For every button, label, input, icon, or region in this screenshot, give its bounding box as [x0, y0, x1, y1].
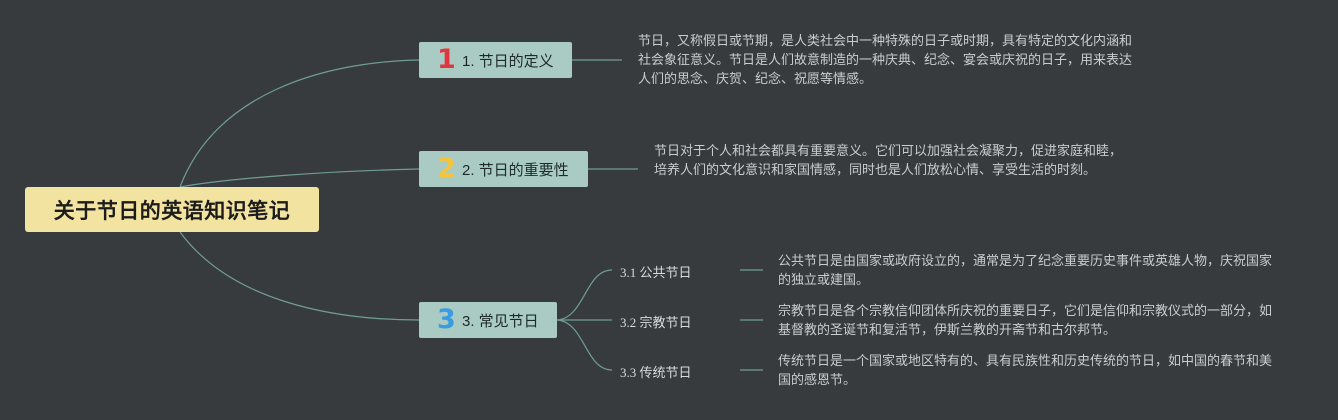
branch-common-holidays[interactable]: 3 3. 常见节日	[419, 302, 557, 338]
branch-importance-description: 节日对于个人和社会都具有重要意义。它们可以加强社会凝聚力，促进家庭和睦，培养人们…	[654, 144, 1123, 178]
subtopic-religious-holidays-description: 宗教节日是各个宗教信仰团体所庆祝的重要日子，它们是信仰和宗教仪式的一部分，如基督…	[778, 304, 1273, 338]
connector-branch-3-sub-1	[556, 269, 613, 321]
number-one-icon: 1	[437, 44, 456, 75]
subtopic-traditional-holidays[interactable]: 3.3 传统节日	[620, 365, 692, 380]
branch-label: 2. 节日的重要性	[462, 161, 569, 179]
number-three-icon: 3	[437, 304, 456, 335]
root-topic[interactable]: 关于节日的英语知识笔记	[25, 187, 319, 232]
branch-label: 1. 节日的定义	[462, 52, 554, 70]
branch-label: 3. 常见节日	[462, 312, 539, 330]
connector-root-branch-3	[179, 231, 420, 321]
branch-importance[interactable]: 2 2. 节日的重要性	[419, 151, 588, 187]
subtopic-public-holidays-description: 公共节日是由国家或政府设立的，通常是为了纪念重要历史事件或英雄人物，庆祝国家的独…	[778, 254, 1273, 288]
subtopic-religious-holidays[interactable]: 3.2 宗教节日	[620, 315, 692, 330]
subtopic-public-holidays[interactable]: 3.1 公共节日	[620, 265, 692, 280]
number-two-icon: 2	[437, 153, 456, 184]
connector-root-branch-1	[179, 59, 420, 188]
branch-definition-description: 节日，又称假日或节期，是人类社会中一种特殊的日子或时期，具有特定的文化内涵和社会…	[638, 34, 1133, 87]
root-topic-label: 关于节日的英语知识笔记	[53, 198, 291, 223]
subtopic-traditional-holidays-description: 传统节日是一个国家或地区特有的、具有民族性和历史传统的节日，如中国的春节和美国的…	[778, 354, 1273, 388]
connector-root-branch-2	[179, 168, 420, 188]
connector-branch-3-sub-3	[556, 319, 613, 371]
branch-definition[interactable]: 1 1. 节日的定义	[419, 42, 572, 78]
